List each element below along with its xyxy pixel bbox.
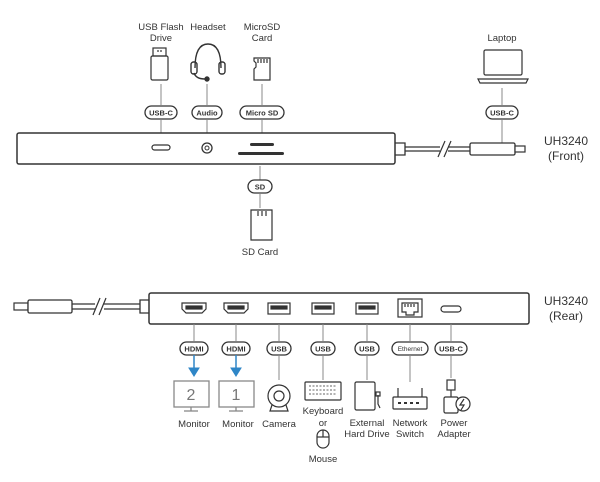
rear-hdmi-port-2	[223, 302, 249, 314]
usb-port-label-2: USB	[315, 345, 331, 354]
front-usb-c-port	[151, 144, 171, 151]
rear-hdmi-port-1	[181, 302, 207, 314]
camera-label: Camera	[262, 419, 297, 430]
keyboard-label-line2: or	[319, 418, 327, 429]
laptop-usb-c-port-label: USB-C	[490, 109, 514, 118]
power-adapter-label-line2: Adapter	[437, 429, 470, 440]
rear-subtitle: (Rear)	[549, 309, 583, 323]
mouse-label: Mouse	[309, 454, 338, 465]
hdmi-port-pill-1: HDMI	[179, 341, 209, 356]
monitor-number-2: 1	[232, 387, 241, 404]
usb-flash-label-line1: USB Flash	[138, 22, 183, 33]
network-switch-icon	[392, 388, 428, 410]
sd-port-pill: SD	[247, 179, 273, 194]
ethernet-port-label: Ethernet	[398, 346, 423, 353]
hdmi-arrow-2	[230, 355, 242, 377]
front-laptop-cable	[395, 140, 526, 158]
mouse-icon	[316, 429, 330, 449]
headset-label: Headset	[190, 22, 226, 33]
hdmi-arrow-1	[188, 355, 200, 377]
rear-hub-body	[148, 292, 530, 325]
rear-usb-port-2	[311, 302, 335, 315]
hard-drive-label-line1: External	[350, 418, 385, 429]
usb-port-label-1: USB	[271, 345, 287, 354]
usb-port-label-3: USB	[359, 345, 375, 354]
micro-sd-port-pill: Micro SD	[239, 105, 285, 120]
ethernet-port-pill: Ethernet	[391, 341, 429, 356]
sd-card-icon	[250, 209, 273, 241]
usb-c-rear-port-label: USB-C	[439, 345, 463, 354]
usb-flash-drive-icon	[150, 47, 169, 81]
usb-port-pill-2: USB	[310, 341, 336, 356]
audio-port-pill: Audio	[191, 105, 223, 120]
network-switch-label-line2: Switch	[396, 429, 424, 440]
hdmi-port-label-2: HDMI	[226, 345, 245, 354]
sd-card-label: SD Card	[242, 247, 278, 258]
usb-c-rear-port-pill: USB-C	[434, 341, 468, 356]
laptop-label: Laptop	[487, 33, 516, 44]
monitor-icon-1	[173, 380, 210, 412]
microsd-card-icon	[253, 57, 271, 81]
monitor-icon-2	[218, 380, 255, 412]
headset-icon	[190, 43, 226, 82]
front-subtitle: (Front)	[548, 149, 584, 163]
power-adapter-label-line1: Power	[441, 418, 468, 429]
microsd-label-line2: Card	[252, 33, 273, 44]
hard-drive-label-line2: Hard Drive	[344, 429, 389, 440]
rear-usb-port-1	[267, 302, 291, 315]
hdmi-port-label-1: HDMI	[184, 345, 203, 354]
front-title: UH3240	[544, 134, 588, 148]
laptop-usb-c-port-pill: USB-C	[485, 105, 519, 120]
power-adapter-icon	[443, 379, 471, 414]
audio-port-label: Audio	[196, 109, 218, 118]
usb-port-pill-3: USB	[354, 341, 380, 356]
microsd-label-line1: MicroSD	[244, 22, 281, 33]
rear-usb-port-3	[355, 302, 379, 315]
monitor-number-1: 2	[187, 387, 196, 404]
camera-icon	[267, 384, 291, 412]
front-audio-port	[201, 142, 213, 154]
hard-drive-icon	[354, 381, 381, 411]
usb-port-pill-1: USB	[266, 341, 292, 356]
micro-sd-port-label: Micro SD	[246, 109, 279, 118]
rear-host-cable	[13, 297, 149, 316]
keyboard-icon	[304, 381, 342, 401]
rear-title: UH3240	[544, 294, 588, 308]
network-switch-label-line1: Network	[393, 418, 428, 429]
sd-port-label: SD	[255, 183, 266, 192]
laptop-icon	[477, 49, 529, 84]
rear-usb-c-port	[440, 305, 462, 313]
front-microsd-slot	[250, 143, 274, 146]
usb-c-port-label: USB-C	[149, 109, 173, 118]
rear-ethernet-port	[397, 298, 423, 318]
hdmi-port-pill-2: HDMI	[221, 341, 251, 356]
front-sd-slot	[238, 152, 284, 155]
usb-c-port-pill: USB-C	[144, 105, 178, 120]
monitor-label-2: Monitor	[222, 419, 254, 430]
monitor-label-1: Monitor	[178, 419, 210, 430]
keyboard-label-line1: Keyboard	[303, 406, 344, 417]
front-hub-body	[16, 132, 396, 165]
usb-flash-label-line2: Drive	[150, 33, 172, 44]
